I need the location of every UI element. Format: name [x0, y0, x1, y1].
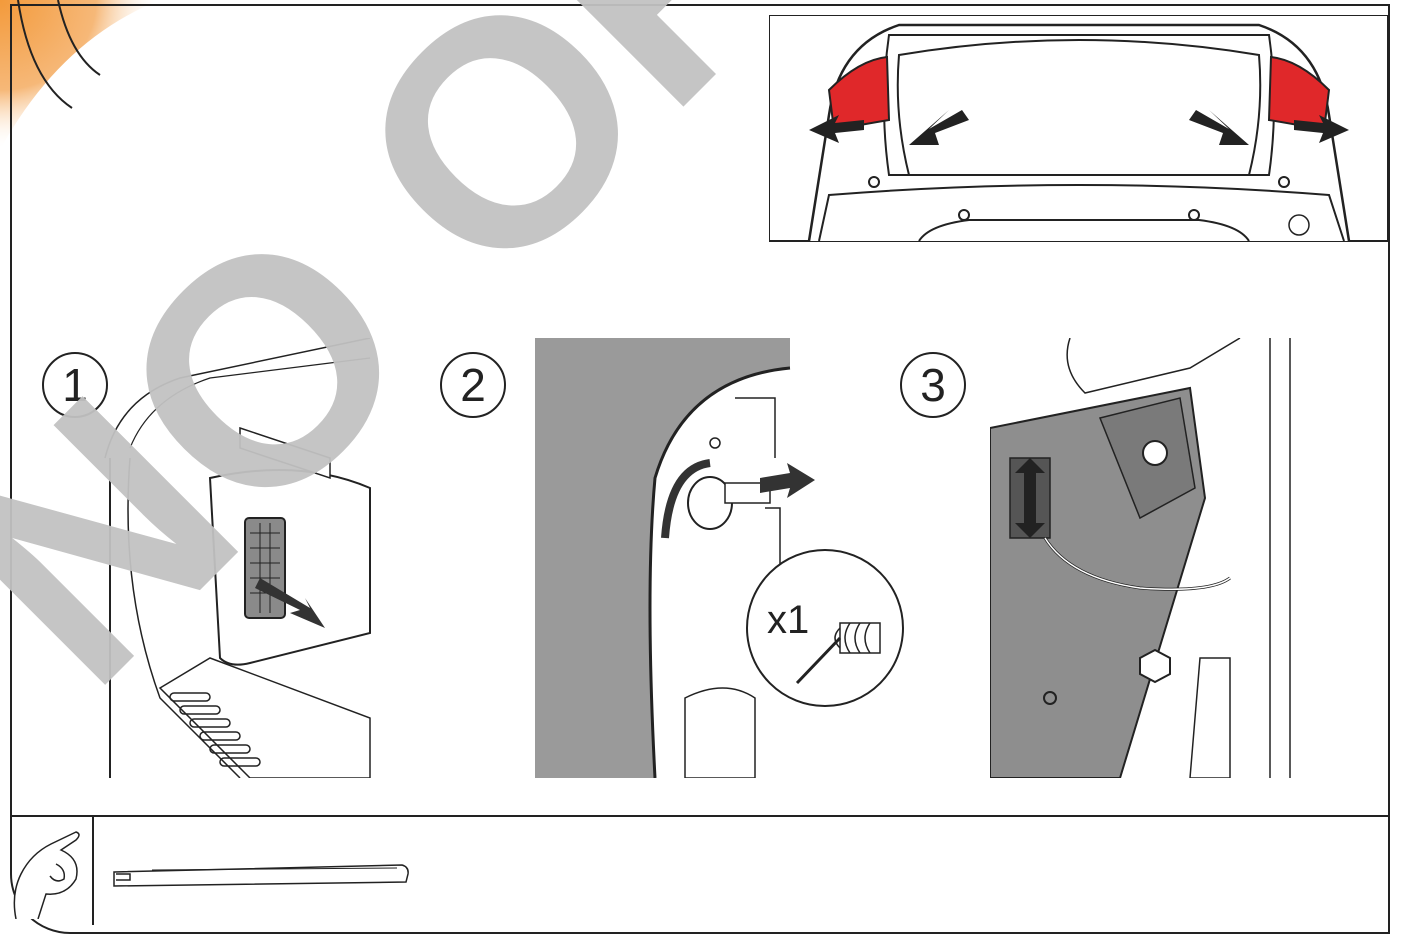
step-3-number: 3	[900, 352, 966, 418]
step-3-illustration	[990, 338, 1305, 778]
step-2-number: 2	[440, 352, 506, 418]
trim-removal-tool-icon	[112, 860, 412, 888]
tool-strip-separator	[92, 815, 94, 925]
step-2-illustration	[535, 338, 905, 778]
tool-strip-divider	[10, 815, 1390, 817]
hand-icon	[6, 824, 88, 919]
hex-nut	[1140, 650, 1170, 682]
bulb-count-label: x1	[767, 598, 809, 643]
step-1-number: 1	[42, 352, 108, 418]
step-1-illustration	[100, 338, 375, 778]
rear-overview-illustration	[769, 15, 1389, 242]
